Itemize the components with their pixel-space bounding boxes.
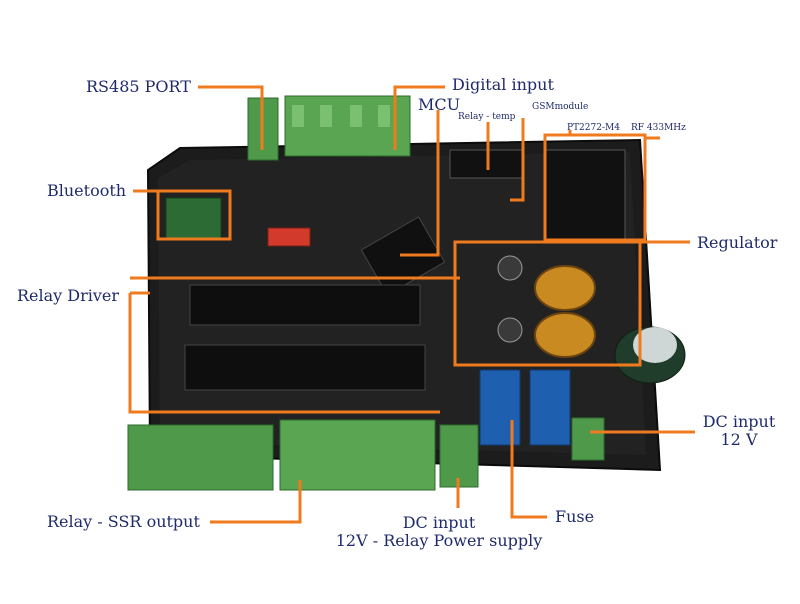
label-pt2272: PT2272-M4 <box>567 123 620 133</box>
label-dc-input-right-line1: DC input <box>702 412 776 431</box>
label-digital-input: Digital input <box>452 75 554 94</box>
top-terminal-blocks <box>247 95 411 161</box>
bottom-terminal-blocks <box>127 417 605 491</box>
label-gsm-module: GSMmodule <box>532 102 589 112</box>
label-dc-input-bottom: DC input 12V - Relay Power supply <box>330 514 548 549</box>
label-dc-input-right: DC input 12 V <box>697 413 781 448</box>
label-rf-433: RF 433MHz <box>631 123 686 133</box>
bluetooth-module <box>165 197 222 239</box>
callout-rs485 <box>198 85 264 150</box>
relay-driver-rows <box>184 284 426 391</box>
rf-module <box>544 149 626 241</box>
label-dc-input-right-line2: 12 V <box>720 429 758 449</box>
label-dc-input-bottom-line2: 12V - Relay Power supply <box>335 530 543 550</box>
callout-lines <box>128 85 695 524</box>
gsm-header <box>449 149 523 179</box>
label-fuse: Fuse <box>555 507 595 526</box>
regulator-coils <box>497 255 596 358</box>
capacitor <box>614 326 686 384</box>
dip-switch <box>267 227 311 247</box>
label-dc-input-bottom-line1: DC input <box>402 513 476 532</box>
label-relay-driver: Relay Driver <box>17 286 120 305</box>
label-rs485-port: RS485 PORT <box>86 77 191 96</box>
label-relay-ssr-output: Relay - SSR output <box>47 512 200 531</box>
label-relay-temp: Relay - temp <box>458 112 516 122</box>
label-bluetooth: Bluetooth <box>47 181 127 200</box>
label-regulator: Regulator <box>697 233 778 252</box>
label-mcu: MCU <box>418 95 461 114</box>
